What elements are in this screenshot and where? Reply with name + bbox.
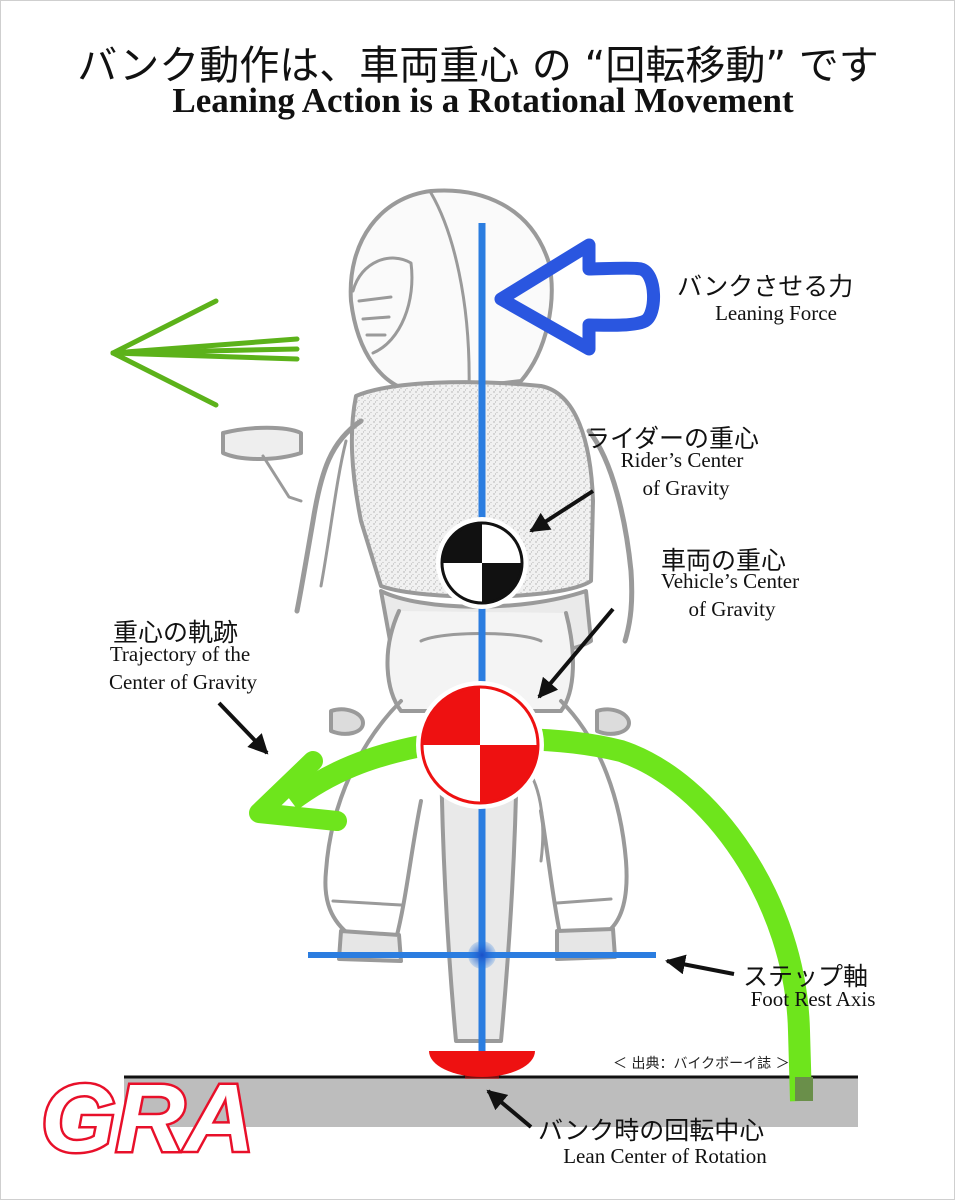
foot-rest-label-jp: ステップ軸 xyxy=(743,962,869,991)
title-english: Leaning Action is a Rotational Movement xyxy=(172,81,794,120)
pointer-arrow-icon xyxy=(217,489,735,1129)
lean-center-label-en: Lean Center of Rotation xyxy=(563,1144,767,1168)
foot-rest-pivot xyxy=(468,941,496,969)
rider-cog-marker-icon xyxy=(436,517,528,609)
title-japanese: バンク動作は、車両重心 の “回転移動” です xyxy=(77,43,879,89)
leaning-force-label-jp: バンクさせる力 xyxy=(677,272,854,301)
trajectory-label-en-line2: Center of Gravity xyxy=(108,670,258,694)
motion-lines-icon xyxy=(110,298,300,408)
rider-cog-label-en-line2: of Gravity xyxy=(642,476,730,500)
rider-cog-label-en-line1: Rider’s Center xyxy=(620,448,744,472)
lean-center-marker-icon xyxy=(429,1051,535,1077)
trajectory-label-en-line1: Trajectory of the xyxy=(109,642,251,666)
vehicle-cog-label-en-line1: Vehicle’s Center xyxy=(660,569,800,593)
vehicle-cog-label-jp: 車両の重心 xyxy=(661,546,787,575)
curved-arrow-icon xyxy=(249,728,813,1102)
rider-cog-label-jp: ライダーの重心 xyxy=(585,424,760,453)
vehicle-cog-label-en-line2: of Gravity xyxy=(688,597,776,621)
lean-center-label-jp: バンク時の回転中心 xyxy=(538,1116,765,1145)
rider-sketch xyxy=(221,188,635,1043)
gra-logo: GRA xyxy=(41,1065,254,1172)
leaning-force-label-en: Leaning Force xyxy=(715,301,837,325)
leaning-force-arrow-icon xyxy=(494,238,661,356)
foot-rest-label-en: Foot Rest Axis xyxy=(750,987,876,1011)
vehicle-cog-marker-icon xyxy=(416,681,544,809)
trajectory-label-jp: 重心の軌跡 xyxy=(113,618,239,647)
source-credit: ＜ 出典：バイクボーイ誌 ＞ xyxy=(613,1056,790,1072)
